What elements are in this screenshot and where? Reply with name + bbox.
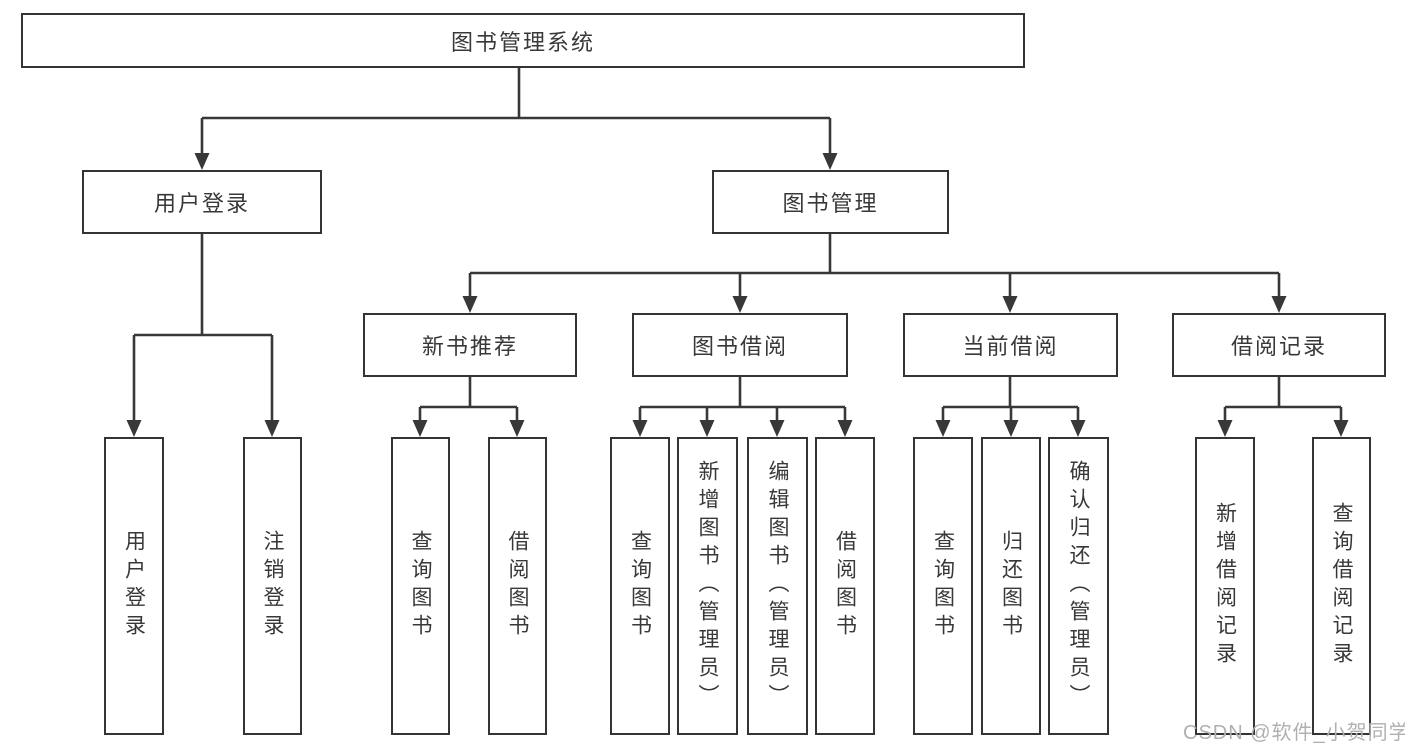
leaf-borrow-query-label: 查询图书 [628, 530, 652, 642]
node-user-login: 用户登录 [82, 170, 322, 234]
leaf-borrow-query: 查询图书 [610, 437, 670, 735]
leaf-current-return: 归还图书 [981, 437, 1041, 735]
leaf-user-login: 用户登录 [104, 437, 164, 735]
leaf-logout: 注销登录 [243, 437, 302, 735]
node-book-borrow: 图书借阅 [632, 313, 848, 377]
csdn-watermark: CSDN @软件_小贺同学 [1183, 722, 1405, 744]
leaf-current-return-label: 归还图书 [999, 530, 1023, 642]
leaf-current-confirm-return-label: 确认归还（管理员） [1067, 460, 1091, 712]
leaf-newbook-borrow-label: 借阅图书 [506, 530, 530, 642]
node-borrow-records: 借阅记录 [1172, 313, 1386, 377]
leaf-newbook-query: 查询图书 [391, 437, 450, 735]
leaf-borrow-borrow-book-label: 借阅图书 [833, 530, 857, 642]
leaf-borrow-borrow-book: 借阅图书 [815, 437, 875, 735]
leaf-borrow-add-book-label: 新增图书（管理员） [696, 460, 720, 712]
leaf-borrow-edit-book: 编辑图书（管理员） [747, 437, 808, 735]
leaf-borrow-edit-book-label: 编辑图书（管理员） [766, 460, 790, 712]
leaf-current-confirm-return: 确认归还（管理员） [1048, 437, 1109, 735]
node-book-management: 图书管理 [712, 170, 949, 234]
leaf-records-query: 查询借阅记录 [1312, 437, 1371, 735]
node-new-book-recommend: 新书推荐 [363, 313, 577, 377]
leaf-current-query-label: 查询图书 [931, 530, 955, 642]
leaf-records-add-label: 新增借阅记录 [1213, 502, 1237, 670]
node-library-system: 图书管理系统 [21, 13, 1025, 68]
leaf-user-login-label: 用户登录 [122, 530, 146, 642]
arrowheads [126, 153, 1349, 437]
node-current-borrow: 当前借阅 [903, 313, 1118, 377]
leaf-records-add: 新增借阅记录 [1195, 437, 1255, 735]
leaf-logout-label: 注销登录 [261, 530, 285, 642]
leaf-newbook-borrow: 借阅图书 [488, 437, 547, 735]
leaf-newbook-query-label: 查询图书 [409, 530, 433, 642]
leaf-current-query: 查询图书 [913, 437, 973, 735]
leaf-borrow-add-book: 新增图书（管理员） [677, 437, 738, 735]
leaf-records-query-label: 查询借阅记录 [1330, 502, 1354, 670]
